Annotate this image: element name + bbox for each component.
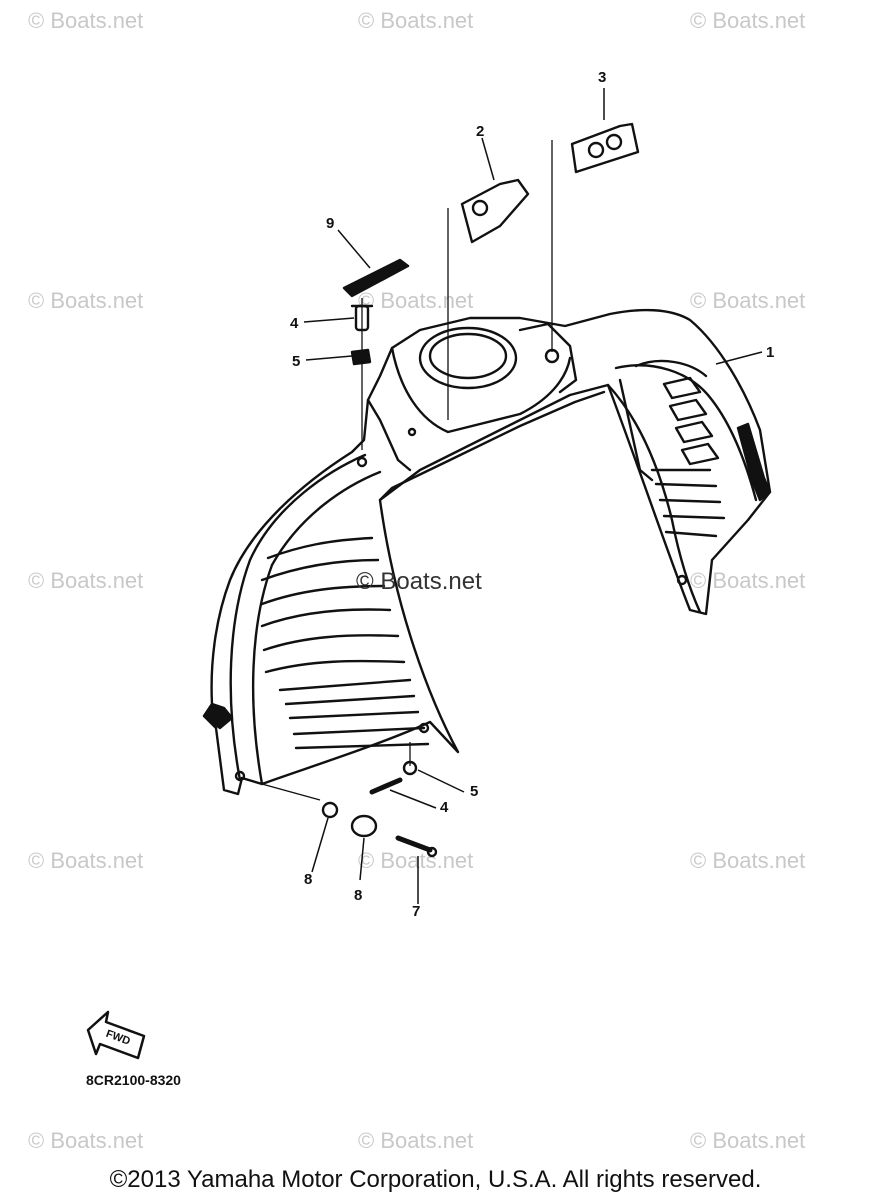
bracket-part-2 xyxy=(460,178,530,244)
watermark: © Boats.net xyxy=(28,8,144,33)
callout-5-top: 5 xyxy=(292,353,300,370)
callout-8-right: 8 xyxy=(354,887,362,904)
diagram-part-code: 8CR2100-8320 xyxy=(86,1072,181,1088)
callout-8-left: 8 xyxy=(304,871,312,888)
callout-4-bottom: 4 xyxy=(440,799,449,816)
cowling-part-1 xyxy=(202,308,772,796)
callout-9: 9 xyxy=(326,215,334,232)
watermark: © Boats.net xyxy=(690,288,806,313)
strip-part-9 xyxy=(342,258,410,298)
watermark: © Boats.net xyxy=(28,1128,144,1153)
callout-2: 2 xyxy=(476,123,484,140)
fwd-arrow-icon: FWD xyxy=(86,1010,146,1060)
callout-3: 3 xyxy=(598,69,606,86)
watermark: © Boats.net xyxy=(690,8,806,33)
watermark: © Boats.net xyxy=(28,288,144,313)
watermark: © Boats.net xyxy=(690,1128,806,1153)
watermark: © Boats.net xyxy=(358,848,474,873)
callout-4-top: 4 xyxy=(290,315,299,332)
callout-1: 1 xyxy=(766,344,774,361)
watermark: © Boats.net xyxy=(358,288,474,313)
watermark: © Boats.net xyxy=(28,848,144,873)
callout-7: 7 xyxy=(412,903,420,920)
plate-part-3 xyxy=(570,122,640,174)
watermark: © Boats.net xyxy=(28,568,144,593)
center-watermark: © Boats.net xyxy=(356,568,482,595)
callout-5-bottom: 5 xyxy=(470,783,478,800)
watermark: © Boats.net xyxy=(690,848,806,873)
watermark: © Boats.net xyxy=(358,1128,474,1153)
watermark: © Boats.net xyxy=(358,8,474,33)
copyright-notice: ©2013 Yamaha Motor Corporation, U.S.A. A… xyxy=(109,1166,762,1193)
